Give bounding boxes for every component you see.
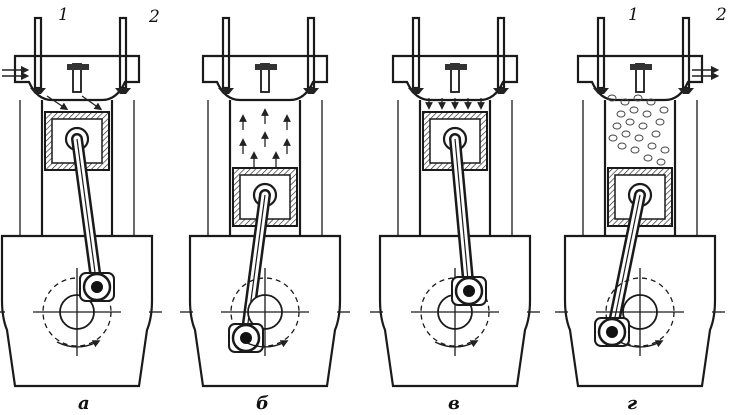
exhaust-bubble — [646, 98, 656, 106]
valve-stem-right — [496, 16, 506, 90]
exhaust-bubble — [607, 94, 617, 102]
exhaust-bubble — [616, 110, 626, 118]
crank-pin — [240, 332, 252, 344]
valve-head-right — [493, 88, 509, 94]
connecting-rod-center — [76, 138, 98, 288]
exhaust-bubble — [630, 146, 640, 154]
crankcase — [188, 234, 342, 388]
valve-head-right — [303, 88, 319, 94]
spark-plug-nut — [255, 64, 277, 70]
valve-head-left — [218, 88, 234, 94]
crankcase — [563, 234, 717, 388]
spark-plug-nut — [67, 64, 89, 70]
crankcase — [0, 234, 154, 388]
stages-root — [0, 16, 725, 388]
valve-stem-left — [596, 16, 606, 90]
spark-plug-nut — [445, 64, 467, 70]
valve-number-1-a: 1 — [58, 5, 69, 25]
engine-stage-1 — [0, 16, 162, 388]
cylinder-head — [576, 54, 704, 102]
engine-stage-4 — [555, 16, 725, 388]
exhaust-bubble — [633, 94, 643, 102]
valve-stem-left — [221, 16, 231, 90]
rotation-arrow — [244, 340, 289, 348]
valve-stem-right — [118, 16, 128, 90]
connecting-rod-center — [454, 138, 470, 292]
engine-stage-3 — [370, 16, 540, 388]
exhaust-bubble — [643, 154, 653, 162]
stage-label-g: г — [627, 393, 637, 414]
exhaust-bubble — [621, 130, 631, 138]
crank-pin — [91, 281, 103, 293]
valve-head-left — [408, 88, 424, 94]
valve-number-2-a: 2 — [148, 7, 160, 27]
exhaust-bubble — [612, 122, 622, 130]
valve-head-right — [678, 88, 694, 94]
valve-head-left — [593, 88, 609, 94]
crank-pin — [606, 326, 618, 338]
engine-stage-2 — [180, 16, 350, 388]
crank-pin — [463, 285, 475, 297]
exhaust-bubble — [651, 130, 661, 138]
exhaust-bubble — [659, 106, 669, 114]
exhaust-bubble — [629, 106, 639, 114]
valve-number-2-g: 2 — [715, 5, 727, 25]
valve-stem-left — [411, 16, 421, 90]
exhaust-bubble — [647, 142, 657, 150]
exhaust-bubble — [608, 134, 618, 142]
crankcase — [378, 234, 532, 388]
stage-label-b: б — [256, 393, 269, 414]
valve-head-right — [115, 88, 131, 94]
valve-number-1-g: 1 — [628, 5, 639, 25]
stage-label-a: а — [78, 393, 90, 414]
intake-arrow-4 — [81, 95, 103, 111]
exhaust-bubble — [638, 122, 648, 130]
valve-stem-right — [681, 16, 691, 90]
rotation-arrow — [56, 340, 101, 348]
stage-label-v: в — [448, 393, 460, 414]
valve-stem-right — [306, 16, 316, 90]
exhaust-bubble — [625, 118, 635, 126]
cylinder-head — [391, 54, 519, 102]
exhaust-bubble — [634, 134, 644, 142]
intake-arrow-3 — [46, 95, 69, 111]
valve-stem-left — [33, 16, 43, 90]
rotation-arrow — [434, 340, 479, 348]
exhaust-bubble — [642, 110, 652, 118]
rotation-arrow — [619, 340, 664, 348]
exhaust-bubble — [656, 158, 666, 166]
cylinder-head — [201, 54, 329, 102]
cylinder-head — [13, 54, 141, 102]
connecting-rod-center — [611, 194, 641, 333]
exhaust-bubble — [620, 98, 630, 106]
spark-plug-nut — [630, 64, 652, 70]
exhaust-bubble — [660, 146, 670, 154]
exhaust-bubble — [655, 118, 665, 126]
valve-head-left — [30, 88, 46, 94]
exhaust-bubble — [617, 142, 627, 150]
